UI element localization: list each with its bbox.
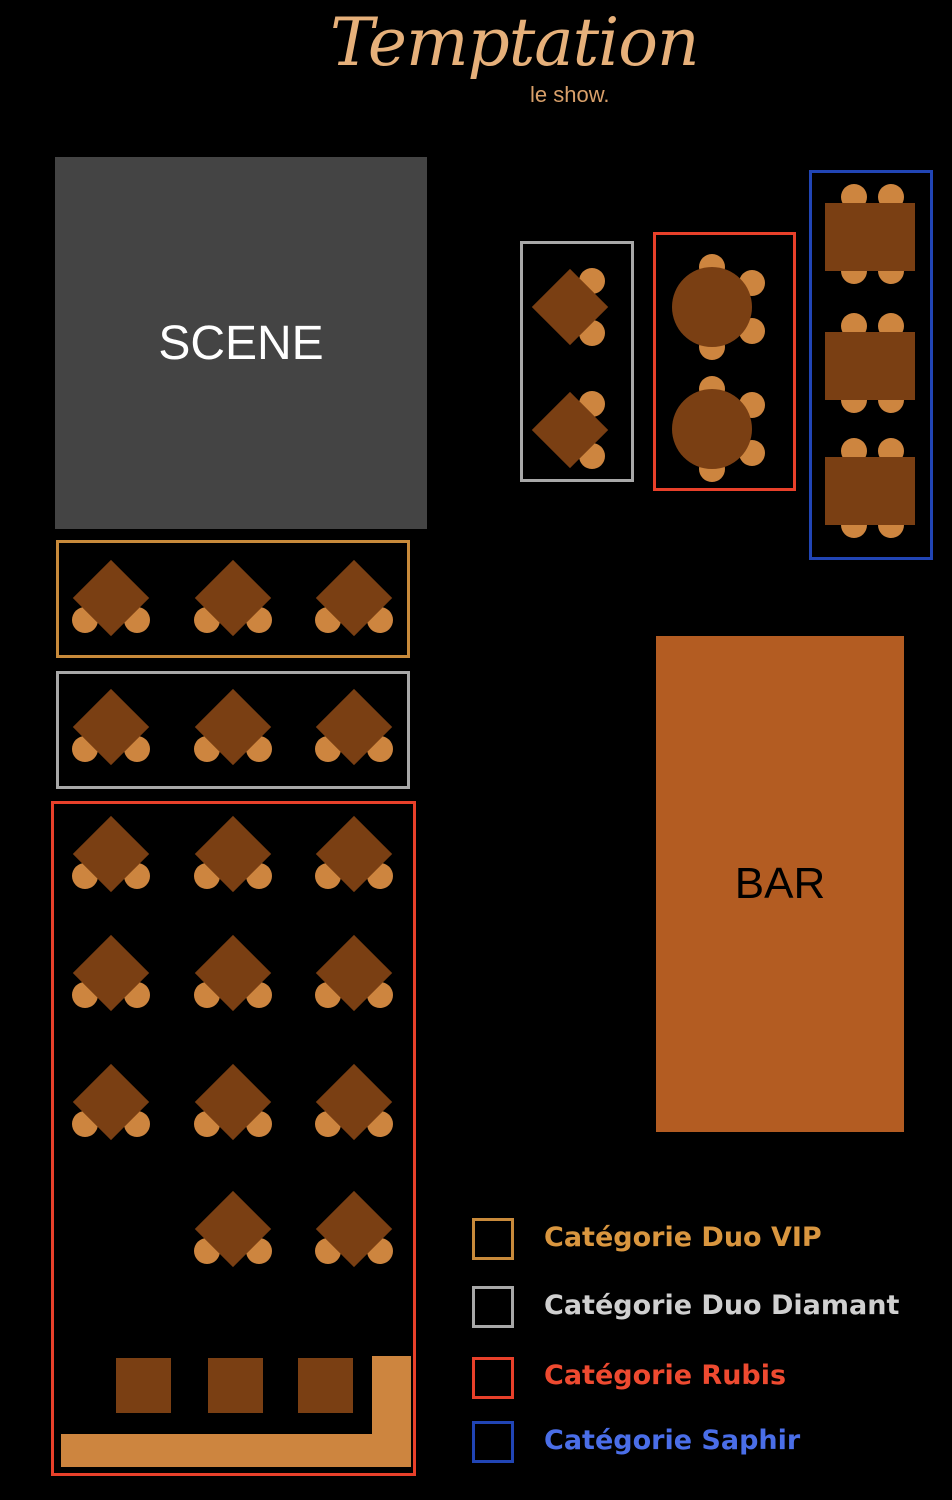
legend-swatch-saphir <box>472 1421 514 1463</box>
stage-label: SCENE <box>158 316 324 370</box>
legend-swatch-rubis <box>472 1357 514 1399</box>
stage: SCENE <box>55 157 427 529</box>
legend-swatch-diamant <box>472 1286 514 1328</box>
square-table[interactable] <box>116 1358 171 1413</box>
counter-horizontal <box>61 1434 411 1467</box>
square-table[interactable] <box>208 1358 263 1413</box>
zone-saphir[interactable] <box>809 170 933 560</box>
legend-label-saphir: Catégorie Saphir <box>544 1425 801 1456</box>
logo-subtitle: le show. <box>530 82 610 107</box>
rect-table[interactable] <box>825 457 915 525</box>
rect-table[interactable] <box>825 203 915 271</box>
counter-vertical <box>372 1356 411 1466</box>
logo-script: Temptation <box>330 4 700 81</box>
zone-diamant-left[interactable] <box>56 671 410 789</box>
square-table[interactable] <box>298 1358 353 1413</box>
zone-rubis-left[interactable] <box>51 801 416 1476</box>
legend-label-vip: Catégorie Duo VIP <box>544 1222 822 1253</box>
round-table[interactable] <box>672 389 752 469</box>
bar: BAR <box>656 636 904 1132</box>
zone-diamant-right[interactable] <box>520 241 634 482</box>
zone-rubis-right[interactable] <box>653 232 796 491</box>
bar-label: BAR <box>734 859 826 908</box>
zone-vip[interactable] <box>56 540 410 658</box>
round-table[interactable] <box>672 267 752 347</box>
legend-label-diamant: Catégorie Duo Diamant <box>544 1290 900 1321</box>
rect-table[interactable] <box>825 332 915 400</box>
legend-label-rubis: Catégorie Rubis <box>544 1360 787 1391</box>
legend-swatch-vip <box>472 1218 514 1260</box>
